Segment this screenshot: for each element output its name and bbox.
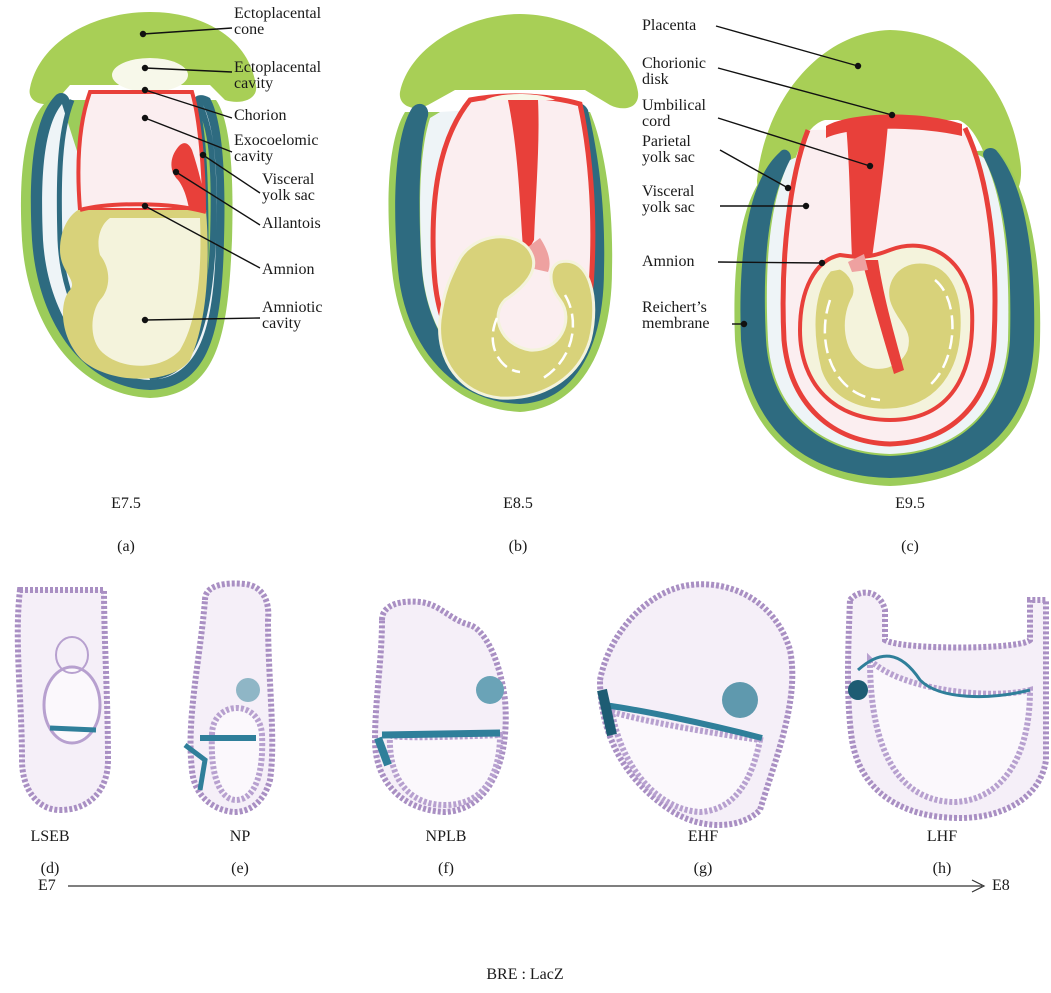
label-amnion-a: Amnion [262,262,314,278]
timeline-end: E8 [992,878,1010,894]
section-f-allantois [476,676,504,704]
stage-label-c: E9.5 [895,495,925,513]
section-stage-d: LSEB [30,828,69,846]
section-letter-f: (f) [438,860,454,878]
section-g-allantois [722,682,758,718]
section-h [848,593,1046,818]
panel-letter-c: (c) [901,538,919,556]
label-placenta: Placenta [642,18,696,34]
section-stage-e: NP [230,828,250,846]
section-d-stain [50,728,96,730]
section-e [185,583,272,812]
section-stage-g: EHF [688,828,718,846]
bottom-caption: BRE : LacZ [486,966,563,984]
timeline-start: E7 [38,878,56,894]
ectoplacental-cavity [112,58,188,92]
section-letter-d: (d) [41,860,60,878]
label-chorion: Chorion [234,108,286,124]
panel-c-diagram [734,30,1040,486]
stage-label-b: E8.5 [503,495,533,513]
label-amnion-c: Amnion [642,254,694,270]
section-f-stain [382,733,500,735]
section-stage-f: NPLB [426,828,467,846]
section-g [600,584,792,825]
section-letter-e: (e) [231,860,249,878]
section-h-node [848,680,868,700]
panel-letter-a: (a) [117,538,135,556]
section-stage-h: LHF [927,828,957,846]
section-d [18,590,108,810]
label-allantois: Allantois [262,216,321,232]
section-letter-g: (g) [694,860,713,878]
section-e-allantois [236,678,260,702]
timeline-arrow [68,880,984,892]
stage-label-a: E7.5 [111,495,141,513]
panel-a-diagram [21,12,256,398]
panel-b-diagram [388,14,638,412]
section-f [375,602,506,812]
panel-letter-b: (b) [509,538,528,556]
section-letter-h: (h) [933,860,952,878]
section-e-cavity [212,708,262,800]
